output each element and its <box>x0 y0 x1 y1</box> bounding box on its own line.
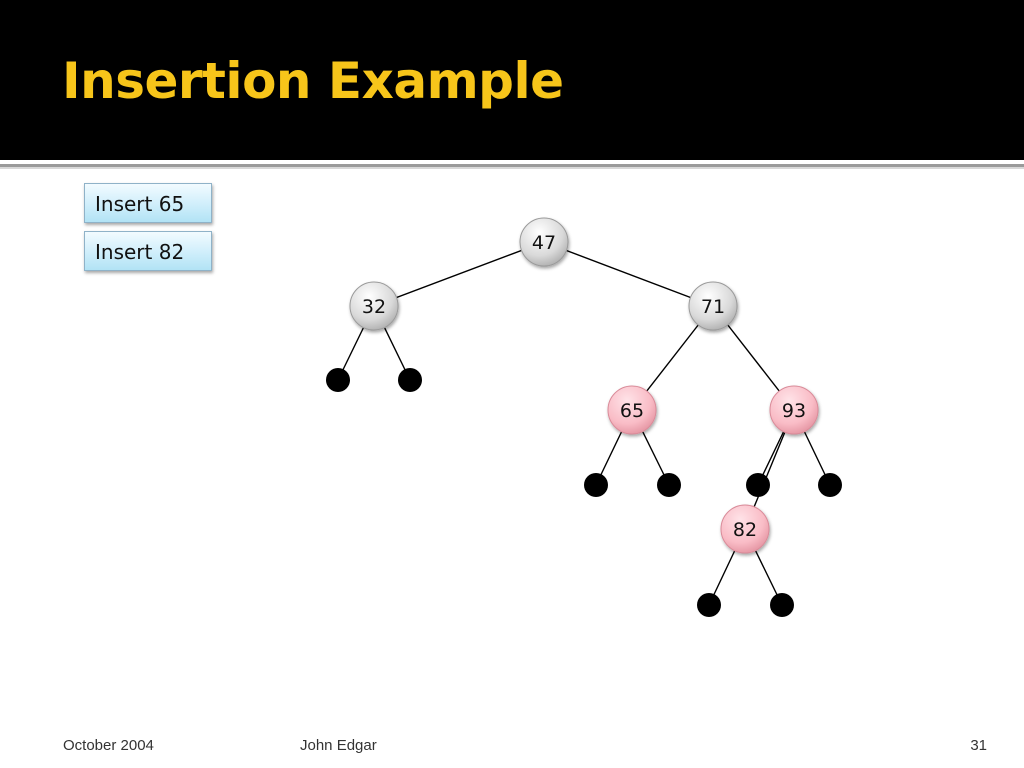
title-bar <box>0 0 1024 160</box>
tree-edge <box>543 241 714 307</box>
tree-edge <box>373 241 545 307</box>
black-node-32 <box>349 281 399 331</box>
nil-leaf <box>584 473 608 497</box>
divider-shadow <box>0 164 1024 167</box>
node-label: 71 <box>701 296 725 318</box>
node-label: 82 <box>733 519 757 541</box>
footer-date: October 2004 <box>63 737 154 754</box>
black-node-47 <box>519 217 569 267</box>
footer-page-number: 31 <box>970 737 987 754</box>
node-label: 47 <box>532 232 556 254</box>
slide-title: Insertion Example <box>62 52 564 110</box>
nil-leaf <box>657 473 681 497</box>
red-node-65 <box>607 385 657 435</box>
nil-leaf <box>697 593 721 617</box>
insert-65-button[interactable]: Insert 65 <box>84 183 212 223</box>
node-label: 93 <box>782 400 806 422</box>
nil-leaf <box>746 473 770 497</box>
red-node-93 <box>769 385 819 435</box>
red-node-82 <box>720 504 770 554</box>
nil-leaf <box>398 368 422 392</box>
black-node-71 <box>688 281 738 331</box>
nil-leaf <box>770 593 794 617</box>
nil-leaf <box>818 473 842 497</box>
footer-author: John Edgar <box>300 737 377 754</box>
insert-82-button[interactable]: Insert 82 <box>84 231 212 271</box>
divider <box>0 160 1024 164</box>
nil-leaf <box>326 368 350 392</box>
node-label: 65 <box>620 400 644 422</box>
node-label: 32 <box>362 296 386 318</box>
divider-light <box>0 167 1024 169</box>
